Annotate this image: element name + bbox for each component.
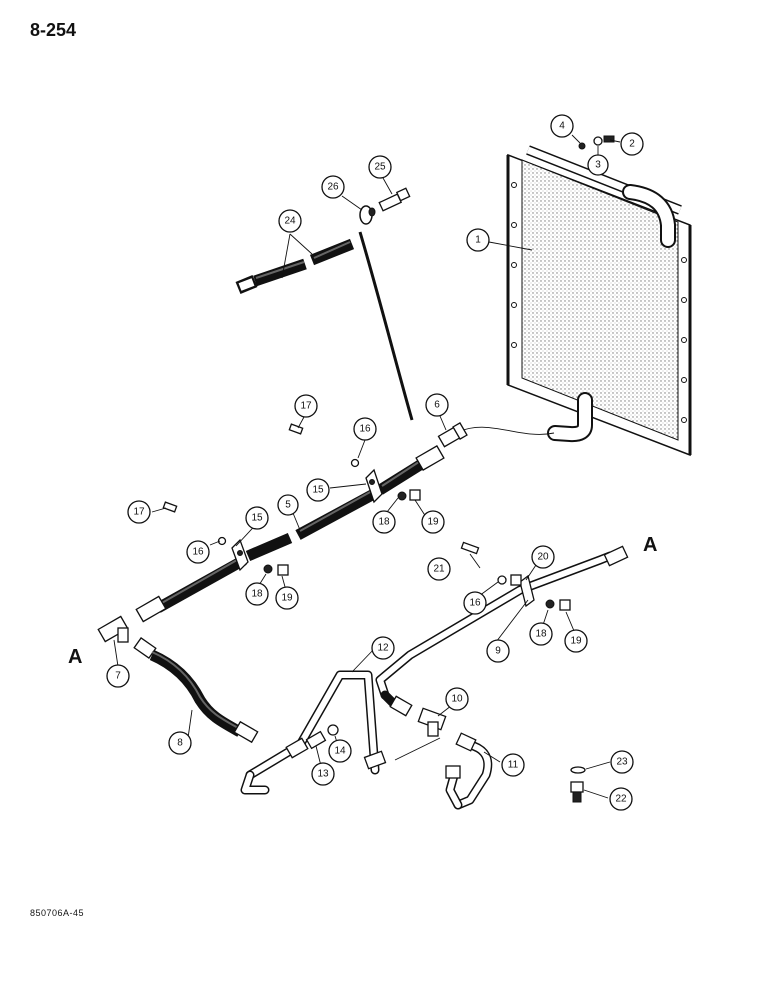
- callout-label: 12: [377, 643, 389, 654]
- tube-9: [375, 541, 629, 717]
- callout-label: 10: [451, 694, 463, 705]
- callout-label: 16: [192, 547, 204, 558]
- callout-19a: 19: [421, 510, 445, 534]
- callout-14: 14: [328, 739, 352, 763]
- callout-6: 6: [425, 393, 449, 417]
- callout-label: 7: [115, 671, 121, 682]
- callout-19b: 19: [275, 586, 299, 610]
- callout-17b: 17: [127, 500, 151, 524]
- callout-label: 23: [616, 757, 628, 768]
- callout-label: 14: [334, 746, 346, 757]
- callout-16b: 16: [186, 540, 210, 564]
- hose-24-assembly: [235, 187, 414, 421]
- callout-21: 21: [427, 557, 451, 581]
- callout-label: 2: [629, 139, 635, 150]
- callout-16a: 16: [353, 417, 377, 441]
- hose-5-assembly: [97, 422, 468, 643]
- callout-label: 20: [537, 552, 549, 563]
- callout-26: 26: [321, 175, 345, 199]
- callout-15a: 15: [306, 478, 330, 502]
- hose-8: [133, 637, 259, 744]
- callout-18b: 18: [245, 582, 269, 606]
- callout-label: 21: [433, 564, 445, 575]
- callout-9: 9: [486, 639, 510, 663]
- callout-label: 18: [535, 629, 547, 640]
- callout-label: 26: [327, 182, 339, 193]
- callout-label: 19: [570, 636, 582, 647]
- callout-23: 23: [610, 750, 634, 774]
- callout-3: 3: [587, 154, 609, 176]
- callout-label: 11: [508, 760, 519, 771]
- callout-19c: 19: [564, 629, 588, 653]
- callout-label: 19: [427, 517, 439, 528]
- figure-code: 850706A-45: [30, 908, 85, 918]
- callout-22: 22: [609, 787, 633, 811]
- callout-18a: 18: [372, 510, 396, 534]
- callout-label: 16: [469, 598, 481, 609]
- callout-label: 6: [434, 400, 440, 411]
- reference-letter-a-left: A: [68, 646, 82, 668]
- callout-8: 8: [168, 731, 192, 755]
- callout-label: 9: [495, 646, 501, 657]
- callout-label: 25: [374, 162, 386, 173]
- callout-1: 1: [466, 228, 490, 252]
- callout-11: 11: [501, 753, 525, 777]
- tube-12: [240, 670, 387, 795]
- callout-label: 24: [284, 216, 296, 227]
- callout-label: 17: [133, 507, 145, 518]
- page-number: 8-254: [30, 20, 77, 40]
- callout-label: 3: [595, 160, 601, 171]
- callout-18c: 18: [529, 622, 553, 646]
- callout-5: 5: [277, 494, 299, 516]
- reference-letter-a-right: A: [643, 534, 657, 556]
- callout-15b: 15: [245, 506, 269, 530]
- callout-label: 16: [359, 424, 371, 435]
- callout-label: 13: [317, 769, 329, 780]
- callout-label: 5: [285, 500, 291, 511]
- callout-label: 17: [300, 401, 312, 412]
- callout-24: 24: [278, 209, 302, 233]
- callout-16c: 16: [463, 591, 487, 615]
- callout-label: 18: [251, 589, 263, 600]
- callout-label: 15: [312, 485, 324, 496]
- callout-4: 4: [550, 114, 574, 138]
- callout-label: 22: [615, 794, 627, 805]
- callout-25: 25: [368, 155, 392, 179]
- callout-label: 15: [251, 513, 263, 524]
- callout-7: 7: [106, 664, 130, 688]
- callout-label: 8: [177, 738, 183, 749]
- callout-label: 19: [281, 593, 293, 604]
- callout-20: 20: [531, 545, 555, 569]
- oil-cooler: [506, 135, 692, 457]
- callout-2: 2: [620, 132, 644, 156]
- callout-12: 12: [371, 636, 395, 660]
- tee-10-and-tube-11: [305, 707, 586, 810]
- callout-17a: 17: [294, 394, 318, 418]
- callout-label: 18: [378, 517, 390, 528]
- callout-10: 10: [445, 687, 469, 711]
- callout-13: 13: [311, 762, 335, 786]
- callout-label: 4: [559, 121, 565, 132]
- callout-label: 1: [475, 235, 481, 246]
